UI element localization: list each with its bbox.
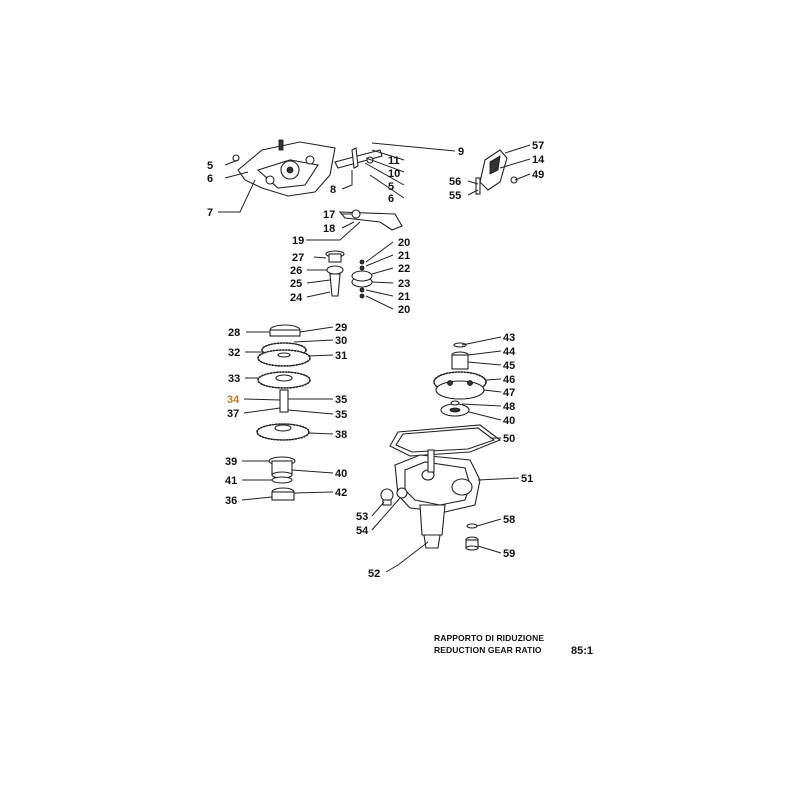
part-label-49[interactable]: 49	[532, 169, 544, 181]
part-label-33[interactable]: 33	[228, 373, 240, 385]
part-label-20[interactable]: 20	[398, 304, 410, 316]
lever-17-part	[338, 209, 403, 231]
part-label-55[interactable]: 55	[449, 190, 461, 202]
part-label-58[interactable]: 58	[503, 514, 515, 526]
part-label-21[interactable]: 21	[398, 291, 410, 303]
gasket-part	[389, 424, 502, 457]
shaft-24-part	[325, 250, 345, 297]
part-label-19[interactable]: 19	[292, 235, 304, 247]
caption-english: REDUCTION GEAR RATIO	[434, 645, 542, 655]
part-label-31[interactable]: 31	[335, 350, 347, 362]
gear-stack-right	[433, 342, 487, 417]
part-label-28[interactable]: 28	[228, 327, 240, 339]
part-label-42[interactable]: 42	[335, 487, 347, 499]
part-label-59[interactable]: 59	[503, 548, 515, 560]
part-label-35[interactable]: 35	[335, 409, 347, 421]
gear-stack-left	[256, 324, 311, 501]
part-label-5[interactable]: 5	[388, 181, 394, 193]
part-label-40[interactable]: 40	[503, 415, 515, 427]
part-label-23[interactable]: 23	[398, 278, 410, 290]
handle-57-part	[475, 149, 518, 195]
part-label-46[interactable]: 46	[503, 374, 515, 386]
part-label-52[interactable]: 52	[368, 568, 380, 580]
part-label-36[interactable]: 36	[225, 495, 237, 507]
part-label-50[interactable]: 50	[503, 433, 515, 445]
gear-ratio-value: 85:1	[571, 645, 594, 657]
part-label-41[interactable]: 41	[225, 475, 237, 487]
shift-rod-part	[334, 147, 383, 169]
part-label-48[interactable]: 48	[503, 401, 515, 413]
housing-cover-part	[232, 139, 336, 197]
part-label-14[interactable]: 14	[532, 154, 545, 166]
part-label-21[interactable]: 21	[398, 250, 410, 262]
part-label-9[interactable]: 9	[458, 146, 464, 158]
part-label-35[interactable]: 35	[335, 394, 347, 406]
part-label-6[interactable]: 6	[388, 193, 394, 205]
plug-53-part	[380, 488, 394, 506]
plug-58-59-part	[465, 523, 479, 551]
part-label-18[interactable]: 18	[323, 223, 335, 235]
part-label-24[interactable]: 24	[290, 292, 303, 304]
part-label-53[interactable]: 53	[356, 511, 368, 523]
part-label-11[interactable]: 11	[388, 155, 400, 167]
part-label-7[interactable]: 7	[207, 207, 213, 219]
part-label-17[interactable]: 17	[323, 209, 335, 221]
part-label-29[interactable]: 29	[335, 322, 347, 334]
part-label-37[interactable]: 37	[227, 408, 239, 420]
leader-lines	[218, 142, 531, 573]
part-label-8[interactable]: 8	[330, 184, 336, 196]
part-label-57[interactable]: 57	[532, 140, 544, 152]
part-labels: 5 6 7 9 11 10 5 8 6 57 14 49 56 55 17 18…	[207, 140, 545, 580]
part-label-51[interactable]: 51	[521, 473, 533, 485]
part-label-20[interactable]: 20	[398, 237, 410, 249]
part-label-30[interactable]: 30	[335, 335, 347, 347]
part-label-44[interactable]: 44	[503, 346, 516, 358]
part-label-27[interactable]: 27	[292, 252, 304, 264]
part-label-56[interactable]: 56	[449, 176, 461, 188]
gearbox-casing-part	[394, 449, 481, 549]
part-label-54[interactable]: 54	[356, 525, 369, 537]
part-label-40[interactable]: 40	[335, 468, 347, 480]
part-label-22[interactable]: 22	[398, 263, 410, 275]
part-label-45[interactable]: 45	[503, 360, 515, 372]
part-label-47[interactable]: 47	[503, 387, 515, 399]
part-label-25[interactable]: 25	[290, 278, 302, 290]
part-label-43[interactable]: 43	[503, 332, 515, 344]
part-label-10[interactable]: 10	[388, 168, 400, 180]
caption-italian: RAPPORTO DI RIDUZIONE	[434, 633, 545, 643]
part-label-32[interactable]: 32	[228, 347, 240, 359]
part-label-6[interactable]: 6	[207, 173, 213, 185]
part-label-39[interactable]: 39	[225, 456, 237, 468]
part-label-34-highlighted[interactable]: 34	[227, 394, 240, 406]
part-label-5[interactable]: 5	[207, 160, 213, 172]
part-label-38[interactable]: 38	[335, 429, 347, 441]
gear-stack-20-23-part	[351, 259, 373, 299]
part-label-26[interactable]: 26	[290, 265, 302, 277]
